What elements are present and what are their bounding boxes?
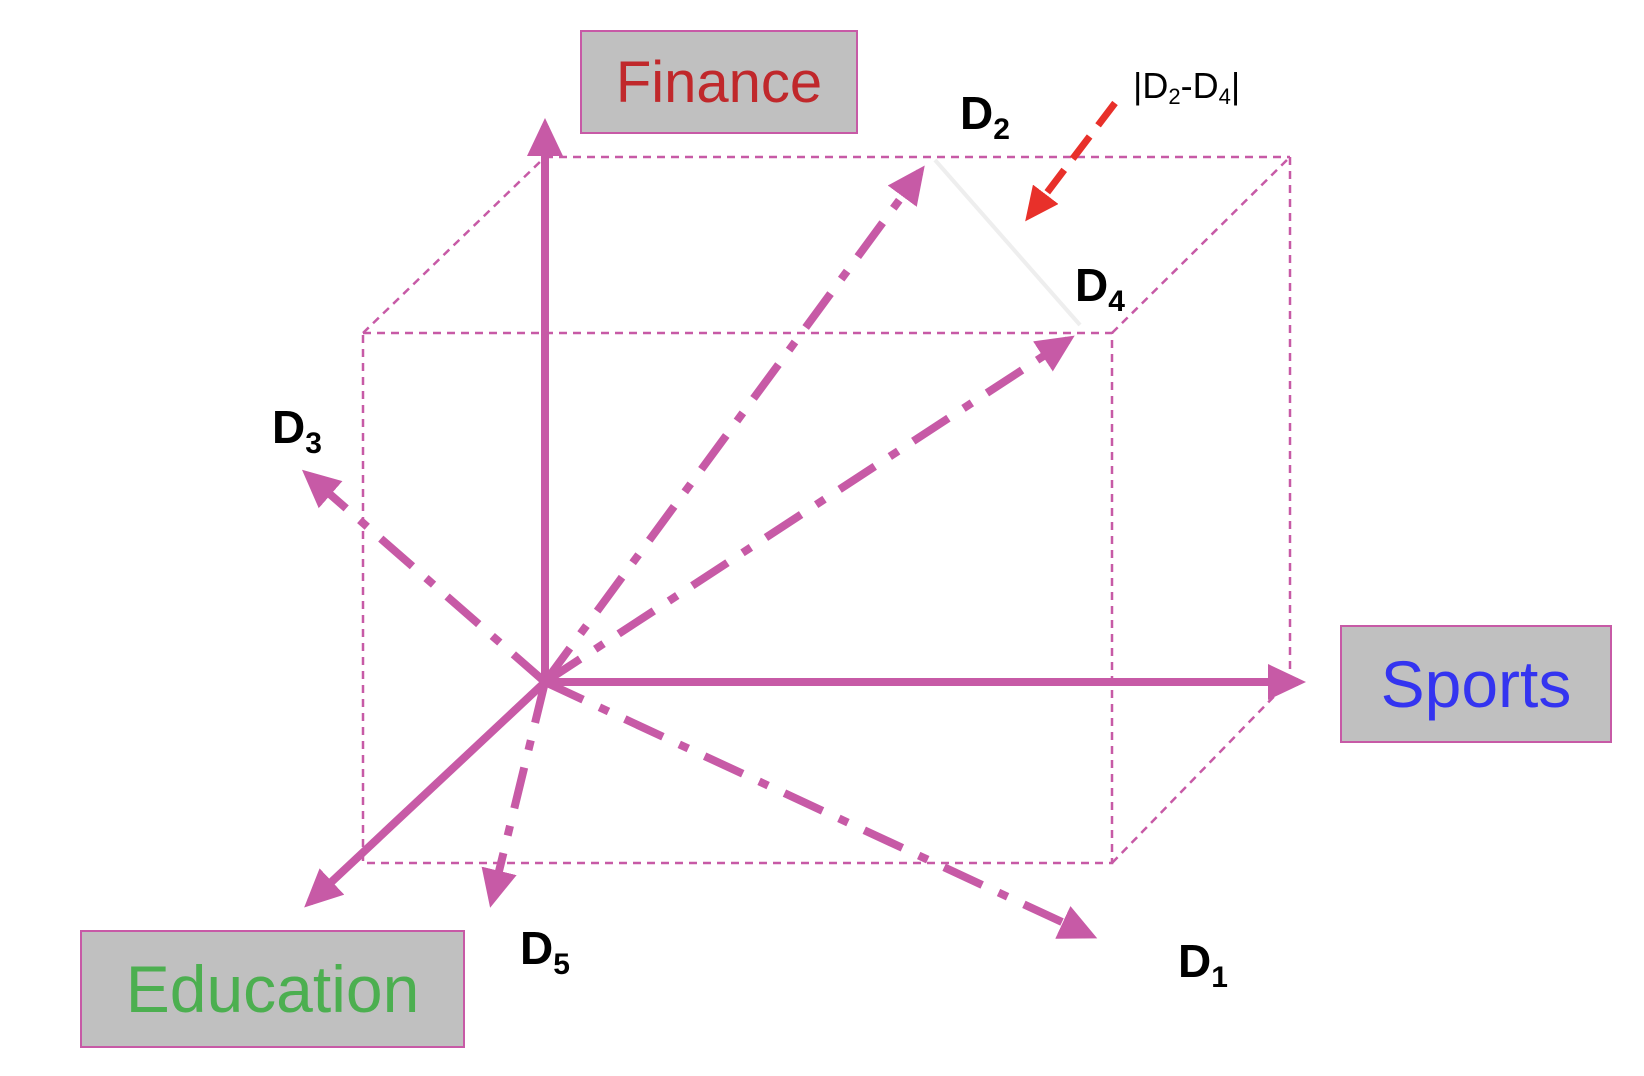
distance-label-sub-a: 2 bbox=[1168, 84, 1181, 109]
cube-top-right-edge bbox=[1111, 156, 1291, 334]
vector-d3 bbox=[301, 469, 548, 686]
distance-label-open: |D bbox=[1133, 65, 1169, 106]
label-d3: D3 bbox=[272, 404, 322, 459]
education-label-text: Education bbox=[125, 952, 420, 1026]
distance-label: |D2-D4| bbox=[1133, 68, 1240, 108]
finance-label-text: Finance bbox=[615, 49, 823, 115]
document-vectors bbox=[301, 165, 1098, 939]
label-d5-base: D bbox=[520, 922, 554, 974]
label-d2-base: D bbox=[960, 87, 994, 139]
wireframe-cube bbox=[361, 155, 1292, 865]
education-axis-label: Education bbox=[80, 930, 465, 1048]
label-d5: D5 bbox=[520, 925, 570, 980]
distance-label-sub-b: 4 bbox=[1218, 84, 1231, 109]
distance-label-mid: -D bbox=[1180, 65, 1219, 106]
cube-top-left-edge bbox=[362, 156, 546, 334]
cube-front-face bbox=[361, 331, 1114, 865]
label-d5-sub: 5 bbox=[553, 948, 570, 981]
label-d3-sub: 3 bbox=[305, 427, 322, 460]
sports-label-text: Sports bbox=[1380, 647, 1572, 721]
label-d4-sub: 4 bbox=[1108, 285, 1125, 318]
label-d4: D4 bbox=[1075, 262, 1125, 317]
education-axis bbox=[304, 679, 548, 908]
cube-bottom-right-edge bbox=[1111, 679, 1291, 864]
finance-axis-label: Finance bbox=[580, 30, 858, 134]
label-d1-base: D bbox=[1178, 935, 1212, 987]
vector-d1 bbox=[543, 678, 1098, 939]
label-d2: D2 bbox=[960, 90, 1010, 145]
label-d1: D1 bbox=[1178, 938, 1228, 993]
d2-d4-connector bbox=[933, 158, 1082, 327]
vector-d2 bbox=[541, 165, 925, 685]
distance-arrow bbox=[1025, 100, 1118, 222]
label-d4-base: D bbox=[1075, 259, 1109, 311]
sports-axis-label: Sports bbox=[1340, 625, 1612, 743]
vector-d4 bbox=[542, 335, 1075, 686]
label-d3-base: D bbox=[272, 401, 306, 453]
distance-label-close: | bbox=[1230, 65, 1241, 106]
axes bbox=[304, 118, 1306, 908]
vector-d5 bbox=[481, 681, 549, 908]
label-d2-sub: 2 bbox=[993, 113, 1010, 146]
label-d1-sub: 1 bbox=[1211, 961, 1228, 994]
